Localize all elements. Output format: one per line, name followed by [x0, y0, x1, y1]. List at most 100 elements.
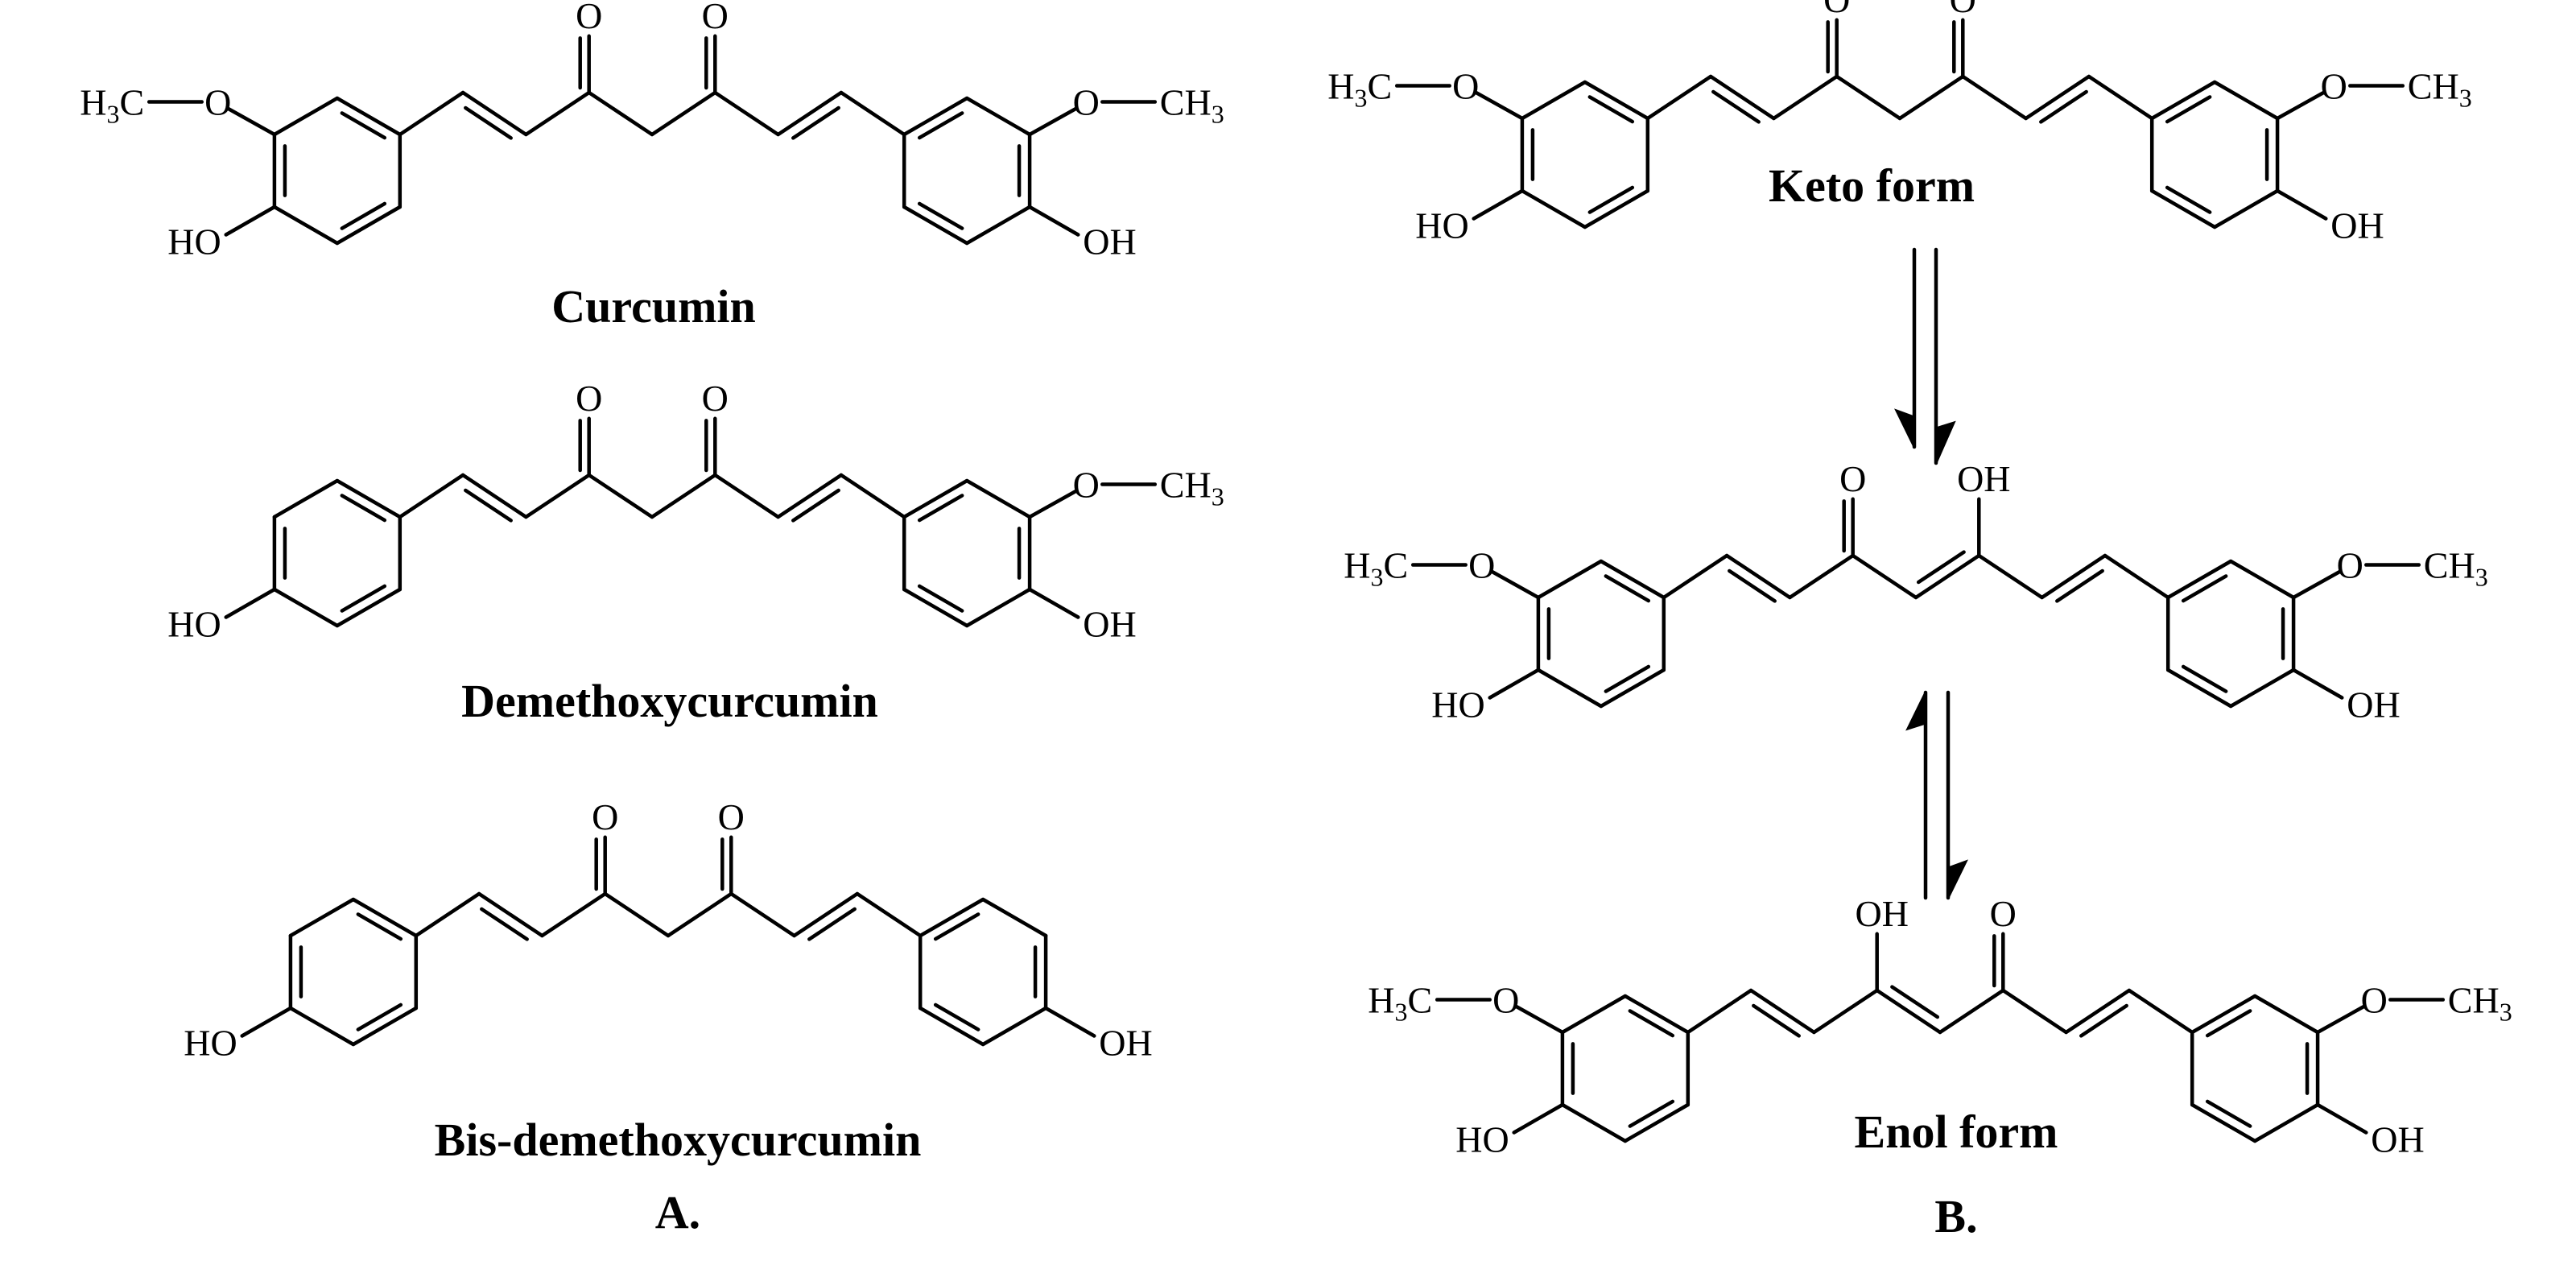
chain-bond — [650, 473, 717, 519]
equilibrium-arrow-lower — [1905, 690, 1968, 900]
alkene-double-bond — [1748, 988, 1816, 1035]
ring-inner-bond — [917, 584, 964, 613]
alkene-double-bond-inner — [2079, 1003, 2128, 1038]
carbonyl-oxygen-label: O — [702, 0, 729, 36]
chain-bond — [398, 90, 465, 137]
alkene-double-bond — [776, 90, 844, 137]
compound-name-demethoxycurcumin: Demethoxycurcumin — [461, 675, 878, 727]
oh-bond — [1472, 188, 1525, 221]
chain-bond — [713, 473, 780, 519]
chain-bond — [540, 891, 607, 938]
alkene-double-bond-inner — [1711, 89, 1761, 124]
ring-bond — [2252, 1102, 2320, 1143]
alkene-double-bond — [792, 891, 860, 938]
oh-bond — [2315, 1102, 2368, 1135]
carbonyl-oxygen-label: O — [1950, 0, 1976, 20]
methoxy-oxygen-label: O — [1492, 980, 1519, 1021]
carbonyl-oxygen-label: O — [1990, 893, 2017, 934]
ring-bond — [272, 96, 340, 137]
methoxy-bond — [225, 106, 277, 137]
methoxy-bond — [2315, 1004, 2367, 1035]
methoxy-oxygen-label: O — [2337, 545, 2363, 586]
hydroxyl-label: HO — [167, 604, 221, 645]
alkene-double-bond-inner — [464, 488, 513, 523]
phenyl-ring: OH — [918, 897, 1153, 1064]
hydroxyl-label: OH — [1099, 1023, 1152, 1064]
alkene-double-bond-inner — [480, 907, 529, 941]
chain-bond — [1897, 74, 1965, 121]
ring-inner-bond — [1628, 1099, 1675, 1128]
oh-bond — [1043, 1006, 1096, 1038]
chain-bond — [414, 891, 481, 938]
hydroxyl-label: HO — [1455, 1119, 1509, 1160]
phenyl-ring: HO O H3C — [80, 82, 402, 263]
ring-bond — [1583, 188, 1650, 229]
ring-inner-bond — [1604, 574, 1651, 603]
chain-bond — [713, 90, 780, 137]
oh-bond — [1512, 1102, 1565, 1135]
chain-bond — [524, 90, 591, 137]
ring-inner-bond — [933, 1002, 980, 1031]
chain-bond — [1851, 553, 1918, 600]
methoxy-bond — [1027, 106, 1079, 137]
methoxy-bond — [1489, 569, 1541, 600]
methoxy-oxygen-label: O — [204, 82, 231, 123]
hydroxyl-label: HO — [184, 1023, 237, 1064]
enol-double-bond — [1875, 988, 1942, 1035]
ring-bond — [2190, 994, 2257, 1035]
carbonyl-oxygen-label: O — [592, 796, 618, 837]
ring-bond — [335, 587, 402, 628]
alkene-double-bond — [1708, 74, 1776, 121]
ring-bond — [2212, 80, 2280, 121]
methoxy-bond — [1473, 90, 1525, 121]
alkene-double-bond-inner — [464, 105, 513, 140]
ring-bond — [272, 478, 340, 519]
chain-bond — [398, 473, 465, 519]
ring-bond — [2190, 1102, 2257, 1143]
chain-bond — [855, 891, 923, 938]
keto-form-label: Keto form — [1769, 159, 1975, 212]
alkene-double-bond-inner — [2055, 568, 2104, 603]
methyl-label: H3C — [1327, 66, 1392, 113]
chain-bond — [1772, 74, 1839, 121]
hydroxyl-label: HO — [1431, 684, 1484, 726]
methyl-label: CH3 — [2424, 545, 2488, 592]
ring-bond — [2252, 994, 2320, 1035]
ring-bond — [902, 587, 969, 628]
oh-bond — [2275, 188, 2328, 221]
ring-bond — [902, 478, 969, 519]
ring-bond — [1536, 559, 1604, 600]
alkene-double-bond-inner — [1728, 568, 1777, 603]
ring-inner-bond — [2205, 1009, 2252, 1038]
methyl-label: H3C — [80, 82, 144, 129]
ring-inner-bond — [933, 912, 980, 941]
methoxy-bond — [1027, 489, 1079, 519]
chain-bond — [1835, 74, 1902, 121]
ring-bond — [902, 96, 969, 137]
ring-inner-bond — [1628, 1009, 1675, 1038]
alkene-double-bond — [1724, 553, 1792, 600]
ring-inner-bond — [917, 494, 964, 523]
oh-bond — [224, 587, 277, 619]
alkene-double-bond — [2064, 988, 2132, 1035]
ring-inner-bond — [340, 111, 387, 140]
carbonyl-oxygen-label: O — [702, 378, 729, 419]
hydroxyl-label: HO — [167, 221, 221, 263]
ring-bond — [2228, 668, 2296, 709]
alkene-double-bond — [477, 891, 544, 938]
chain-bond — [2127, 988, 2194, 1035]
chain-bond — [603, 891, 671, 938]
phenyl-ring: HO — [184, 897, 419, 1064]
chain-bond — [1645, 74, 1713, 121]
oh-bond — [224, 205, 277, 237]
oh-bond — [2291, 668, 2344, 700]
enol-double-bond-inner — [1916, 550, 1966, 585]
heptadienone-chain: OO — [414, 796, 923, 941]
ring-bond — [902, 205, 969, 246]
